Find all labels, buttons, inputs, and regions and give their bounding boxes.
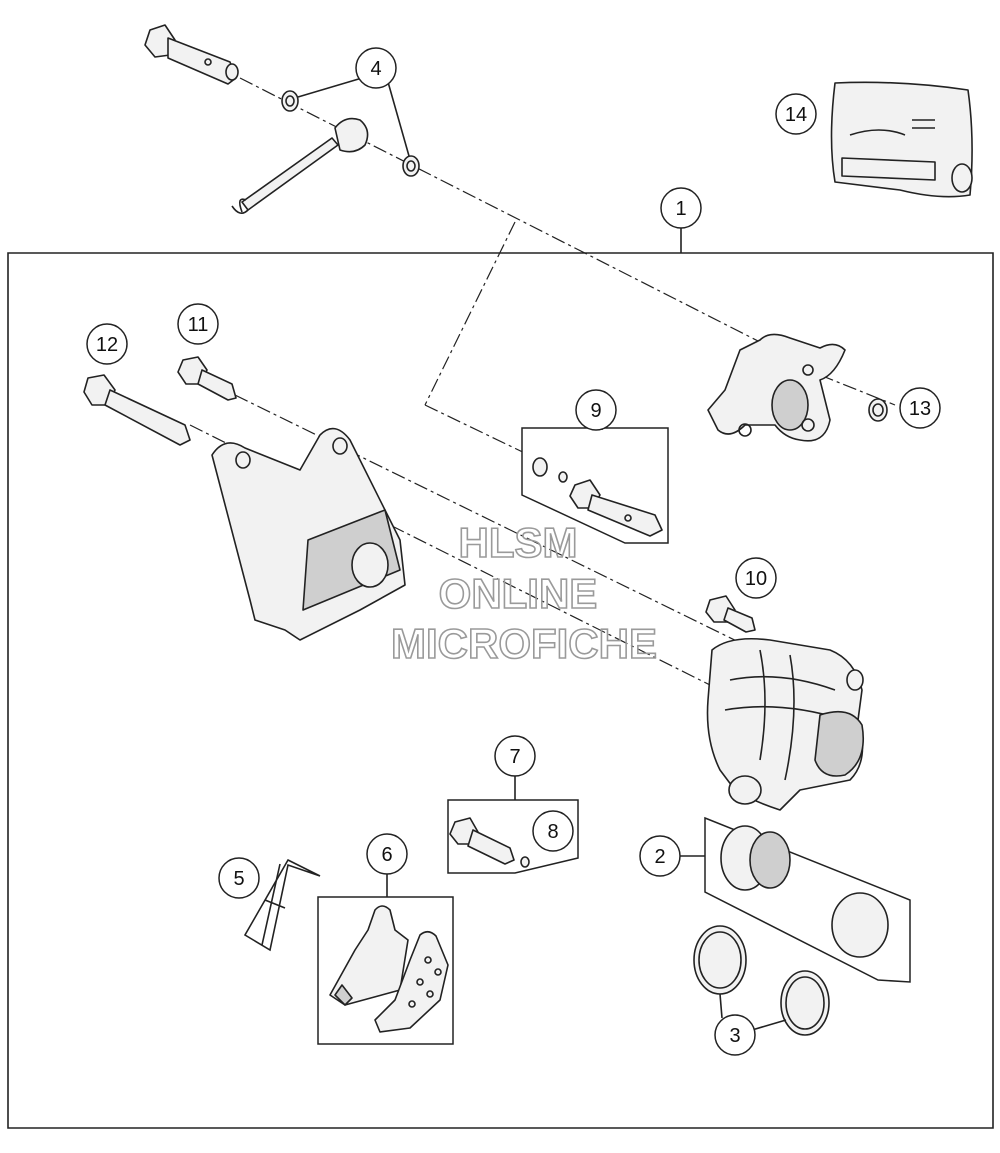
- callout-6: 6: [366, 833, 408, 875]
- piston-seal-ring-left: [693, 925, 747, 995]
- pad-spring: [243, 858, 321, 952]
- sealing-washer-upper: [281, 90, 299, 112]
- callout-9-label: 9: [590, 400, 601, 422]
- watermark: HLSM ONLINE MICROFICHE: [390, 518, 658, 668]
- brake-line: [231, 117, 369, 214]
- piston-seal-ring-right: [780, 970, 830, 1036]
- banjo-bolt: [144, 24, 239, 85]
- watermark-line-3: MICROFICHE: [391, 620, 657, 667]
- watermark-line-2: ONLINE: [439, 570, 598, 617]
- callout-8: 8: [532, 810, 574, 852]
- callout-13-label: 13: [909, 398, 931, 420]
- callout-14-label: 14: [785, 104, 807, 126]
- caliper-support: [707, 333, 846, 442]
- callout-12: 12: [86, 323, 128, 365]
- leader-lines: [297, 77, 787, 1031]
- long-bolt: [83, 374, 191, 446]
- assembly-axes: [189, 77, 896, 691]
- callout-11-label: 11: [188, 314, 209, 336]
- callout-10: 10: [735, 557, 777, 599]
- callout-4: 4: [355, 47, 397, 89]
- callout-2-label: 2: [654, 846, 665, 868]
- callout-3-label: 3: [729, 1025, 740, 1047]
- o-ring-small: [868, 398, 888, 422]
- brake-caliper: [706, 637, 864, 811]
- callout-14: 14: [775, 93, 817, 135]
- callout-8-label: 8: [547, 821, 558, 843]
- callout-5: 5: [218, 857, 260, 899]
- assembly-frame: [7, 252, 994, 1129]
- piston-kit: [704, 816, 911, 983]
- brake-pad-kit: [317, 896, 454, 1045]
- callout-7: 7: [494, 735, 536, 777]
- watermark-line-1: HLSM: [459, 519, 578, 566]
- callout-9: 9: [575, 389, 617, 431]
- slide-pin-kit: [521, 427, 669, 544]
- callout-13: 13: [899, 387, 941, 429]
- callout-6-label: 6: [381, 844, 392, 866]
- callout-2: 2: [639, 835, 681, 877]
- short-bolt: [177, 356, 237, 401]
- caliper-bracket: [211, 427, 406, 641]
- callout-5-label: 5: [233, 868, 244, 890]
- callout-10-label: 10: [745, 568, 767, 590]
- callout-3: 3: [714, 1014, 756, 1056]
- callout-4-label: 4: [370, 58, 381, 80]
- callout-12-label: 12: [96, 334, 118, 356]
- sealing-washer-lower: [402, 155, 420, 177]
- callout-1-label: 1: [675, 198, 686, 220]
- callout-1: 1: [660, 187, 702, 229]
- bleed-screw: [705, 595, 756, 633]
- repair-kit-bag: [830, 81, 973, 198]
- callout-7-label: 7: [509, 746, 520, 768]
- callout-11: 11: [177, 303, 219, 345]
